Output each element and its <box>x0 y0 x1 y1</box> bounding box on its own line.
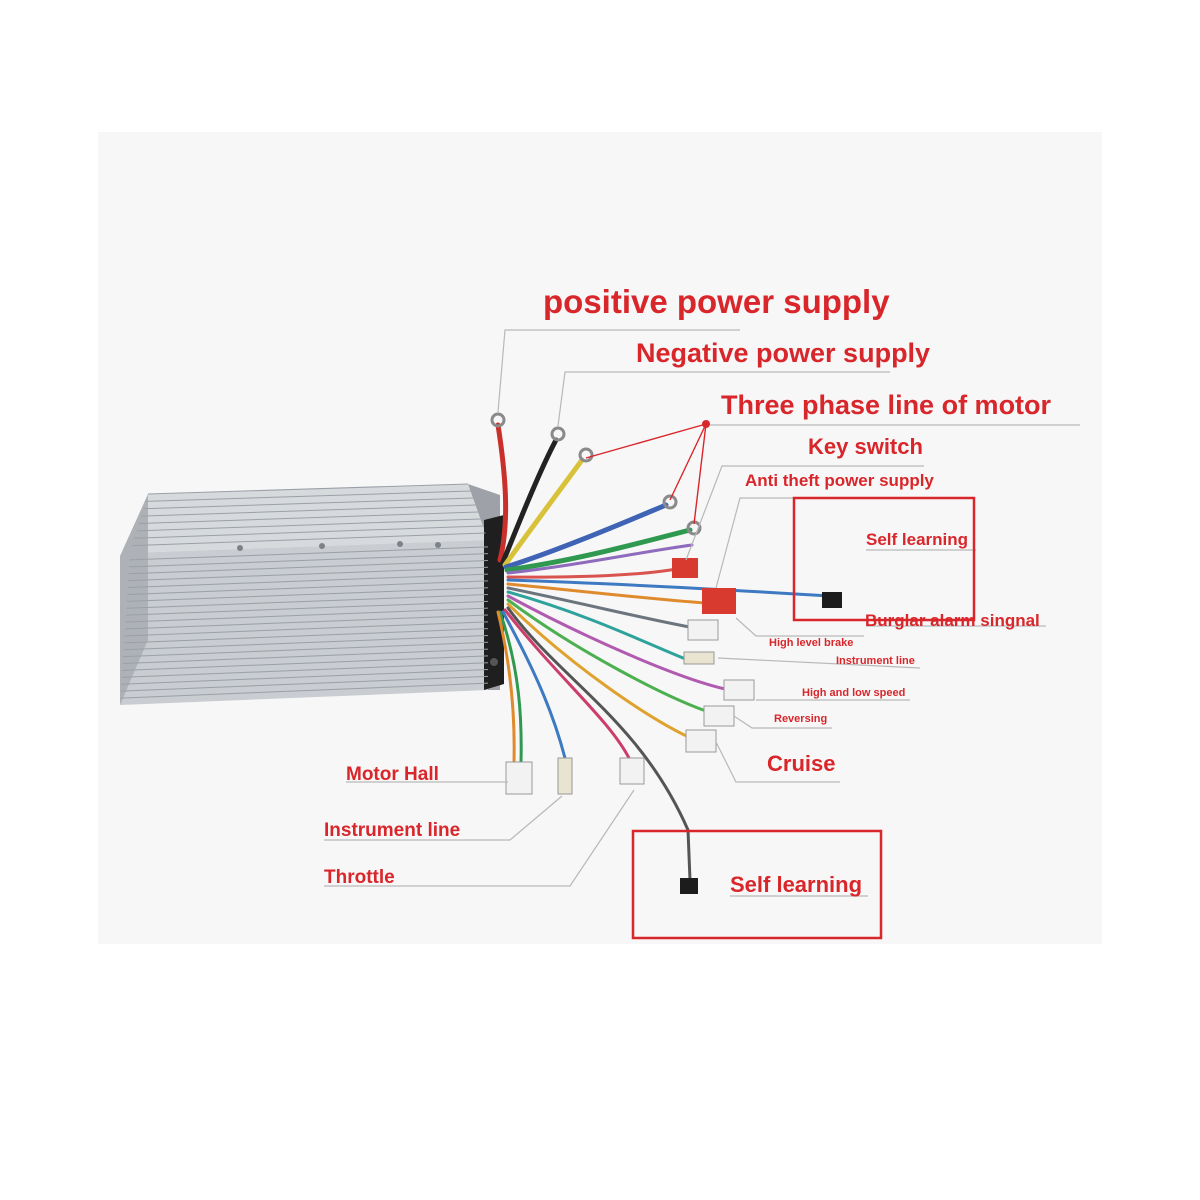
speed-connector <box>723 679 755 701</box>
connectors <box>490 412 842 894</box>
leader-lines <box>324 329 1080 897</box>
three-phase-pointers <box>585 420 710 525</box>
label-high-level-brake: High level brake <box>769 637 853 649</box>
screw <box>397 541 403 547</box>
reversing-connector <box>703 705 735 727</box>
self-learning-highlight-bottom <box>631 829 883 940</box>
cooling-fin <box>141 504 476 517</box>
label-self-learning-bottom: Self learning <box>730 872 862 897</box>
cooling-fin <box>122 655 489 671</box>
ring-terminal-phase-1 <box>578 447 594 463</box>
cooling-fin <box>134 525 484 539</box>
ring-terminal-phase-2 <box>662 494 678 510</box>
cooling-fin <box>129 546 489 561</box>
cooling-fin <box>128 566 489 582</box>
label-instrument-line-left: Instrument line <box>324 820 460 841</box>
instrument-connector-left <box>557 757 573 795</box>
screw <box>237 545 243 551</box>
label-cruise: Cruise <box>767 751 835 776</box>
cooling-fin <box>121 669 489 685</box>
instrument-connector-right <box>683 651 715 665</box>
brake-connector <box>687 619 719 641</box>
label-three-phase-line: Three phase line of motor <box>721 390 1052 420</box>
cooling-fin <box>124 621 489 637</box>
cooling-fin <box>129 553 489 568</box>
cooling-fin <box>123 641 489 658</box>
wire-phase-yellow <box>502 457 585 568</box>
cooling-fin <box>136 518 481 532</box>
cooling-fin <box>122 648 489 665</box>
cooling-fin <box>128 559 489 575</box>
throttle-connector <box>619 757 645 785</box>
self-learning-highlight-top <box>792 496 976 622</box>
label-motor-hall: Motor Hall <box>346 764 439 785</box>
cooling-fin <box>120 675 489 692</box>
label-anti-theft-power-supply: Anti theft power supply <box>745 471 934 490</box>
ring-terminal-negative <box>550 426 566 442</box>
cooling-fin <box>126 594 489 609</box>
cooling-fin <box>127 580 489 595</box>
cooling-fin <box>124 628 489 644</box>
cooling-fin <box>126 587 489 602</box>
cooling-fin <box>147 483 469 495</box>
self-learning-plug-top <box>822 592 842 608</box>
wire-negative-black <box>500 437 559 565</box>
label-self-learning-top: Self learning <box>866 530 968 549</box>
cooling-fin <box>125 607 489 623</box>
motor-hall-connector <box>505 761 533 795</box>
screw <box>319 543 325 549</box>
wire-bundle <box>495 422 832 882</box>
label-reversing: Reversing <box>774 713 827 725</box>
cooling-fin <box>143 497 474 510</box>
controller-body <box>120 483 504 705</box>
label-key-switch: Key switch <box>808 434 923 459</box>
cooling-fin <box>127 573 489 589</box>
ring-terminal-positive <box>490 412 506 428</box>
cooling-fin <box>121 662 489 678</box>
cooling-fin <box>124 614 489 630</box>
wire-positive-red <box>495 422 509 563</box>
label-instrument-line-right: Instrument line <box>836 655 915 667</box>
wire-phase-green <box>504 527 693 573</box>
cooling-fin <box>145 490 471 502</box>
key-switch-connector <box>672 558 698 578</box>
label-throttle: Throttle <box>324 867 395 888</box>
cruise-connector <box>685 729 717 753</box>
cooling-fin <box>123 634 489 651</box>
label-positive-power-supply: positive power supply <box>543 283 890 320</box>
self-learning-plug-bottom <box>680 878 698 894</box>
screw <box>435 542 441 548</box>
label-burglar-alarm-signal: Burglar alarm singnal <box>865 611 1040 630</box>
cooling-fin <box>125 600 489 616</box>
label-high-and-low-speed: High and low speed <box>802 687 905 699</box>
wire-phase-blue <box>503 502 669 570</box>
anti-theft-connector <box>702 588 736 614</box>
cooling-fin <box>120 682 489 699</box>
label-negative-power-supply: Negative power supply <box>636 338 930 368</box>
screw <box>490 658 498 666</box>
cooling-fin <box>132 532 486 547</box>
cooling-fin <box>138 511 479 524</box>
